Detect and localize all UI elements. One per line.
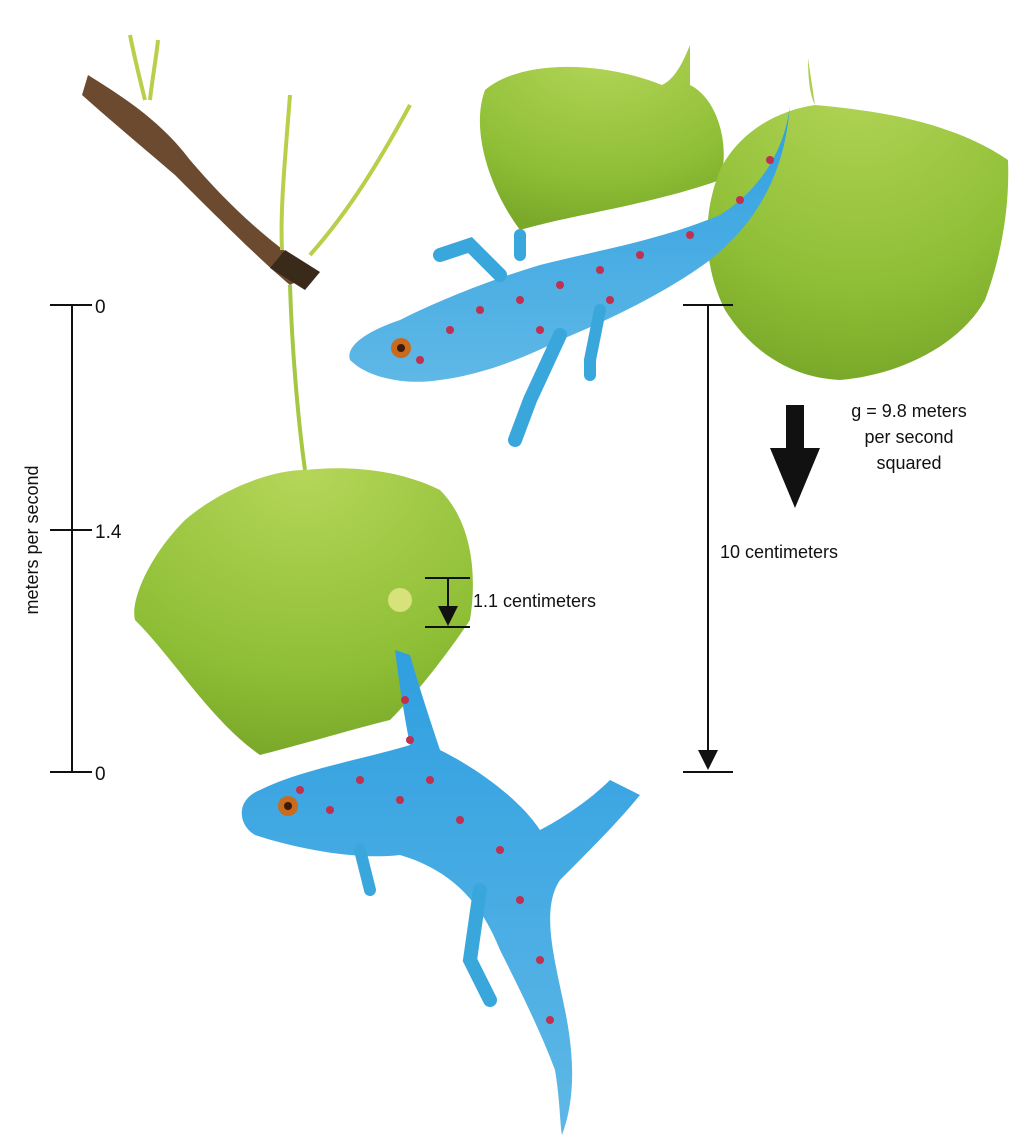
stop-distance-label: 1.1 centimeters bbox=[473, 591, 596, 611]
fall-distance-label: 10 centimeters bbox=[720, 542, 838, 562]
speed-tick-bottom: 0 bbox=[95, 764, 106, 785]
ginkgo-leaf-icon bbox=[480, 45, 724, 230]
branch-icon bbox=[82, 35, 410, 290]
leaf-stem bbox=[290, 285, 305, 470]
gravity-arrow-icon bbox=[770, 405, 820, 508]
speed-axis-label: meters per second bbox=[22, 465, 42, 614]
gravity-label-line3: squared bbox=[876, 453, 941, 473]
gravity-label-line2: per second bbox=[864, 427, 953, 447]
speed-tick-mid: 1.4 bbox=[95, 522, 122, 543]
speed-tick-top: 0 bbox=[95, 297, 106, 318]
ginkgo-leaf-icon bbox=[707, 58, 1008, 380]
gravity-label-line1: g = 9.8 meters bbox=[851, 401, 967, 421]
speed-scale: 0 1.4 0 meters per second bbox=[22, 297, 122, 785]
